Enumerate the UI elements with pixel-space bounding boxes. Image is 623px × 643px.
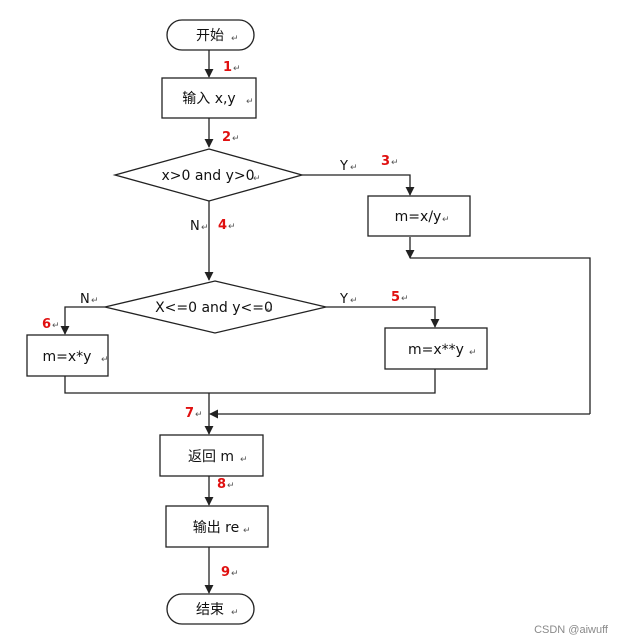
paragraph-mark: ↵ — [101, 355, 109, 365]
step-number-marks: ↵ ↵ ↵ ↵ ↵ ↵ ↵ ↵ ↵ — [52, 64, 409, 579]
step-numbers: 1 2 3 4 5 6 7 8 9 — [42, 60, 400, 580]
arrow-cond2-yes-to-pow — [326, 306, 440, 328]
branch-label-c1-yes: Y — [339, 159, 348, 174]
step-number-9: 9 — [221, 565, 230, 580]
paragraph-mark: ↵ — [391, 158, 399, 168]
multiply-label: m=x*y — [43, 349, 92, 365]
paragraph-mark: ↵ — [246, 97, 254, 107]
paragraph-mark: ↵ — [228, 222, 236, 232]
branch-label-c1-no: N — [190, 219, 200, 234]
step-number-8: 8 — [217, 477, 226, 492]
paragraph-mark: ↵ — [231, 608, 239, 618]
input-label: 输入 x,y — [182, 91, 235, 107]
step-number-4: 4 — [218, 218, 227, 233]
paragraph-mark: ↵ — [350, 163, 358, 173]
paragraph-mark: ↵ — [442, 215, 450, 225]
line-mul-to-merge — [64, 369, 436, 394]
line-div-return — [410, 257, 591, 414]
power-label: m=x**y — [408, 342, 464, 358]
branch-label-c2-no: N — [80, 292, 90, 307]
arrow-cond1-yes-to-div — [302, 174, 415, 196]
step-number-3: 3 — [381, 154, 390, 169]
arrow-cond2-no-to-mul — [60, 306, 105, 335]
paragraph-mark: ↵ — [253, 174, 261, 184]
branch-labels: Y N N Y ↵ ↵ ↵ ↵ — [80, 159, 358, 307]
connectors — [60, 50, 591, 594]
paragraph-mark: ↵ — [469, 348, 477, 358]
multiply-node: m=x*y — [26, 334, 109, 377]
paragraph-mark: ↵ — [231, 569, 239, 579]
paragraph-mark: ↵ — [227, 481, 235, 491]
paragraph-mark: ↵ — [240, 455, 248, 465]
step-number-7: 7 — [185, 406, 194, 421]
watermark: CSDN @aiwuff — [534, 624, 609, 636]
paragraph-mark: ↵ — [232, 134, 240, 144]
divide-node: m=x/y — [367, 195, 471, 237]
output-node: 输出 re — [165, 505, 269, 548]
start-node: 开始 — [166, 19, 255, 51]
paragraph-mark: ↵ — [195, 410, 203, 420]
step-number-6: 6 — [42, 317, 51, 332]
divide-label: m=x/y — [395, 209, 442, 225]
paragraph-mark: ↵ — [350, 296, 358, 306]
branch-label-c2-yes: Y — [339, 292, 348, 307]
start-label: 开始 — [196, 28, 224, 44]
condition-2-node: X<=0 and y<=0 — [104, 280, 327, 334]
step-number-2: 2 — [222, 130, 231, 145]
end-label: 结束 — [196, 602, 224, 618]
step-number-1: 1 — [223, 60, 232, 75]
end-node: 结束 — [166, 593, 255, 625]
step-number-5: 5 — [391, 290, 400, 305]
paragraph-mark: ↵ — [233, 64, 241, 74]
paragraph-mark: ↵ — [52, 321, 60, 331]
paragraph-mark: ↵ — [266, 306, 274, 316]
return-node: 返回 m — [159, 434, 264, 477]
paragraph-mark: ↵ — [91, 296, 99, 306]
return-label: 返回 m — [188, 449, 234, 465]
paragraph-mark: ↵ — [231, 34, 239, 44]
paragraph-mark: ↵ — [243, 526, 251, 536]
output-label: 输出 re — [193, 520, 240, 536]
condition-1-node: x>0 and y>0 — [112, 148, 305, 202]
paragraph-marks: ↵ ↵ ↵ ↵ ↵ ↵ ↵ ↵ ↵ ↵ — [101, 34, 477, 618]
power-node: m=x**y — [384, 327, 488, 370]
paragraph-mark: ↵ — [201, 223, 209, 233]
paragraph-mark: ↵ — [401, 294, 409, 304]
condition-2-label: X<=0 and y<=0 — [155, 300, 273, 316]
condition-1-label: x>0 and y>0 — [161, 168, 254, 184]
input-node: 输入 x,y — [161, 77, 257, 119]
